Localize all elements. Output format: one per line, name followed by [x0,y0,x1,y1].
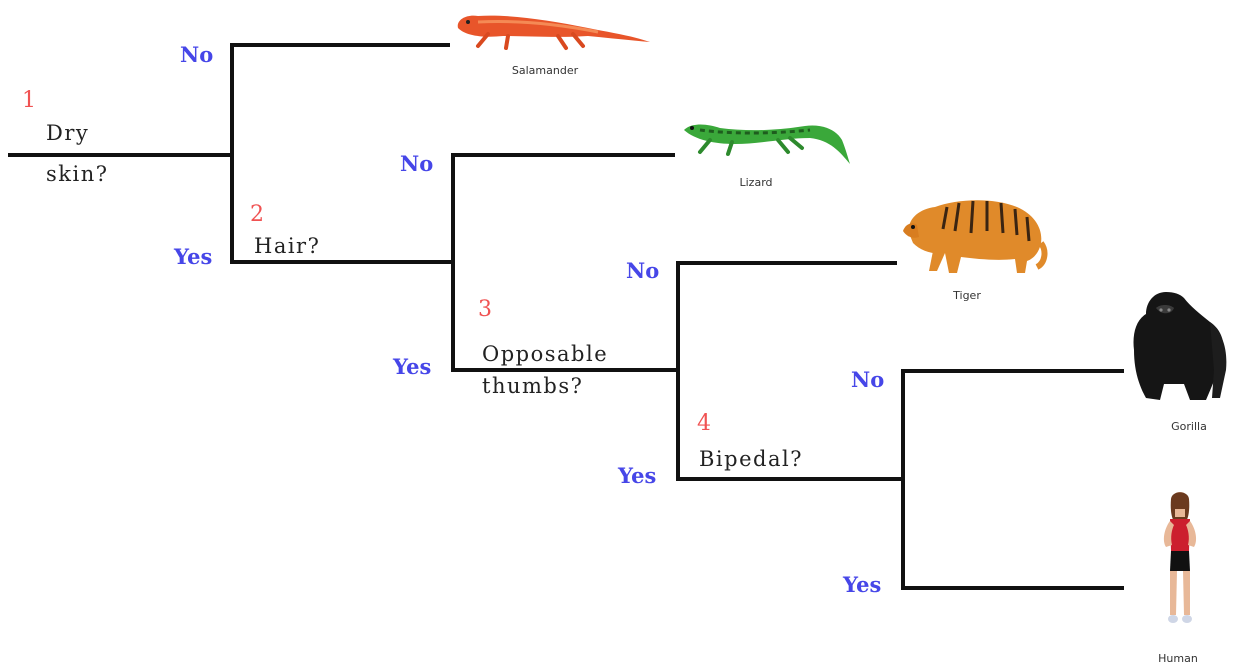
tiger-icon [903,200,1048,273]
node-4-number: 4 [697,411,711,436]
gorilla-icon [1133,292,1227,400]
answer-yes-4: Yes [843,572,882,597]
human-icon [1163,492,1197,623]
animal-label-human: Human [1158,652,1198,665]
animal-label-gorilla: Gorilla [1171,420,1207,433]
answer-yes-2: Yes [393,354,432,379]
lizard-icon [684,124,850,164]
answer-no-2: No [400,151,434,176]
animal-label-lizard: Lizard [739,176,773,189]
answer-no-1: No [180,42,214,67]
answer-no-3: No [626,258,660,283]
node-2-question: Hair? [254,234,321,258]
answer-yes-1: Yes [174,244,213,269]
node-3-number: 3 [478,297,492,322]
animal-label-salamander: Salamander [511,64,579,77]
node-1-question-line-2: skin? [46,162,109,186]
answer-yes-3: Yes [618,463,657,488]
node-1-number: 1 [22,88,36,113]
node-2-number: 2 [250,202,264,227]
node-3-question-line-1: Opposable [482,342,609,366]
node-1-question-line-1: Dry [46,121,90,145]
salamander-icon [457,15,650,50]
node-3-question-line-2: thumbs? [482,374,584,398]
answer-no-4: No [851,367,885,392]
animal-label-tiger: Tiger [953,289,981,302]
node-4-question: Bipedal? [699,447,803,471]
